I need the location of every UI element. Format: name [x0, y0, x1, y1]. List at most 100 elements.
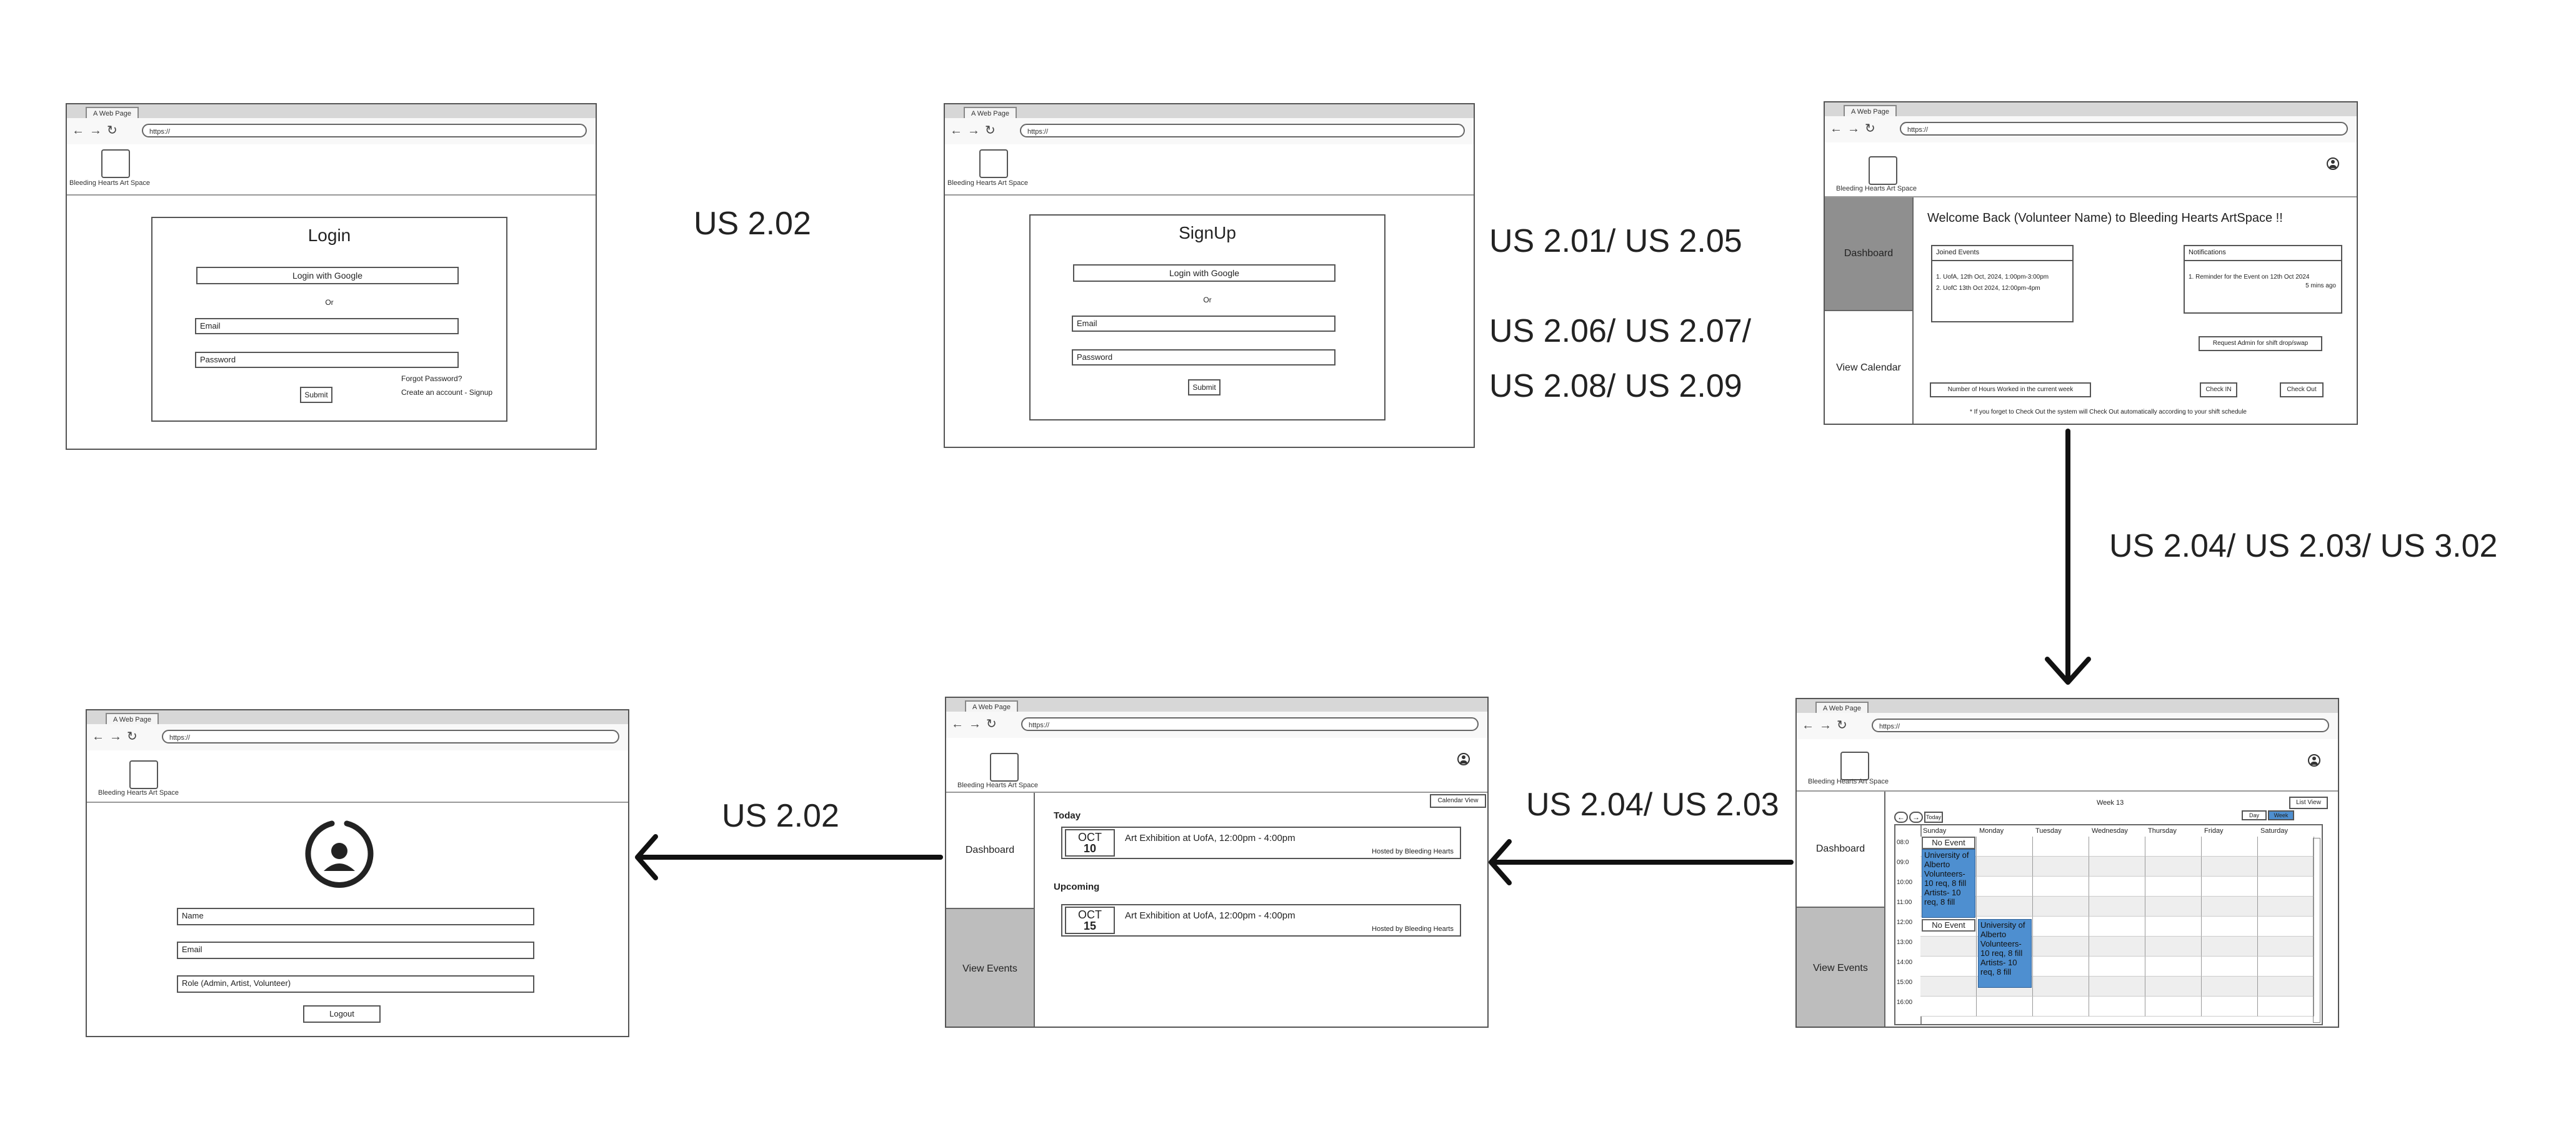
- signup-google-button[interactable]: Login with Google: [1073, 264, 1335, 282]
- url-bar[interactable]: https://: [1020, 124, 1465, 137]
- url-bar[interactable]: https://: [142, 124, 587, 137]
- logo-icon[interactable]: [129, 760, 158, 789]
- joined-event-item[interactable]: 2. UofC 13th Oct 2024, 12:00pm-4pm: [1936, 285, 2040, 292]
- sidebar-item-dashboard[interactable]: Dashboard: [946, 793, 1035, 909]
- calendar-cell[interactable]: [2202, 977, 2258, 997]
- calendar-cell[interactable]: [2145, 897, 2202, 917]
- role-field[interactable]: Role (Admin, Artist, Volunteer): [177, 975, 534, 993]
- browser-nav-icons[interactable]: ←→↻: [92, 730, 142, 744]
- list-view-button[interactable]: List View: [2289, 797, 2328, 809]
- url-bar[interactable]: https://: [1021, 717, 1479, 731]
- browser-tab[interactable]: A Web Page: [965, 700, 1018, 713]
- calendar-cell[interactable]: [2258, 857, 2314, 877]
- calendar-cell[interactable]: [2258, 977, 2314, 997]
- no-event-slot-2[interactable]: No Event: [1922, 919, 1975, 932]
- calendar-event-monday[interactable]: University of Alberto Volunteers- 10 req…: [1978, 919, 2032, 988]
- calendar-cell[interactable]: [2202, 917, 2258, 937]
- calendar-cell[interactable]: [2033, 917, 2089, 937]
- url-bar[interactable]: https://: [1900, 122, 2348, 136]
- browser-nav-icons[interactable]: ←→↻: [1830, 122, 1880, 136]
- calendar-cell[interactable]: [2089, 997, 2145, 1017]
- calendar-cell[interactable]: [2145, 957, 2202, 977]
- user-icon[interactable]: [2327, 157, 2339, 170]
- calendar-cell[interactable]: [2258, 897, 2314, 917]
- calendar-cell[interactable]: [2202, 877, 2258, 897]
- calendar-cell[interactable]: [2145, 857, 2202, 877]
- calendar-cell[interactable]: [2033, 977, 2089, 997]
- browser-nav-icons[interactable]: ←→↻: [950, 124, 1001, 137]
- calendar-cell[interactable]: [2089, 857, 2145, 877]
- calendar-cell[interactable]: [2202, 857, 2258, 877]
- calendar-cell[interactable]: [2033, 957, 2089, 977]
- check-out-button[interactable]: Check Out: [2280, 382, 2324, 397]
- password-field[interactable]: Password: [1072, 349, 1335, 366]
- calendar-cell[interactable]: [2258, 917, 2314, 937]
- hours-worked-button[interactable]: Number of Hours Worked in the current we…: [1930, 382, 2091, 397]
- calendar-cell[interactable]: [2145, 997, 2202, 1017]
- login-google-button[interactable]: Login with Google: [196, 267, 459, 284]
- browser-nav-icons[interactable]: ←→↻: [951, 717, 1002, 731]
- calendar-cell[interactable]: [1977, 897, 2033, 917]
- browser-tab[interactable]: A Web Page: [1815, 702, 1869, 714]
- browser-tab[interactable]: A Web Page: [106, 713, 159, 725]
- calendar-cell[interactable]: [2145, 937, 2202, 957]
- sidebar-item-view-events[interactable]: View Events: [1797, 908, 1885, 1027]
- url-bar[interactable]: https://: [162, 730, 619, 744]
- calendar-cell[interactable]: [1977, 837, 2033, 857]
- check-in-button[interactable]: Check IN: [2200, 382, 2237, 397]
- next-week-button[interactable]: →: [1909, 812, 1923, 823]
- browser-tab[interactable]: A Web Page: [964, 107, 1017, 119]
- calendar-cell[interactable]: [2089, 877, 2145, 897]
- calendar-cell[interactable]: [2033, 837, 2089, 857]
- browser-nav-icons[interactable]: ←→↻: [72, 124, 122, 137]
- calendar-cell[interactable]: [2033, 877, 2089, 897]
- calendar-cell[interactable]: [1920, 977, 1977, 997]
- calendar-cell[interactable]: [2089, 917, 2145, 937]
- calendar-cell[interactable]: [2089, 977, 2145, 997]
- calendar-cell[interactable]: [2145, 917, 2202, 937]
- sidebar-item-dashboard[interactable]: Dashboard: [1797, 792, 1885, 908]
- calendar-cell[interactable]: [2033, 857, 2089, 877]
- browser-tab[interactable]: A Web Page: [86, 107, 139, 119]
- calendar-cell[interactable]: [1977, 857, 2033, 877]
- user-icon[interactable]: [1457, 753, 1470, 765]
- url-bar[interactable]: https://: [1872, 719, 2329, 732]
- email-field[interactable]: Email: [1072, 316, 1335, 332]
- prev-week-button[interactable]: ←: [1894, 812, 1908, 823]
- calendar-scrollbar[interactable]: [2313, 838, 2320, 1023]
- day-view-button[interactable]: Day: [2242, 810, 2267, 820]
- sidebar-item-dashboard[interactable]: Dashboard: [1825, 197, 1914, 311]
- today-button[interactable]: Today: [1924, 812, 1943, 823]
- calendar-cell[interactable]: [2089, 937, 2145, 957]
- no-event-slot-1[interactable]: No Event: [1922, 837, 1975, 849]
- logo-icon[interactable]: [1869, 156, 1897, 185]
- week-view-button[interactable]: Week: [2268, 810, 2294, 820]
- calendar-cell[interactable]: [2202, 997, 2258, 1017]
- calendar-cell[interactable]: [2089, 897, 2145, 917]
- password-field[interactable]: Password: [195, 352, 459, 368]
- calendar-cell[interactable]: [2145, 977, 2202, 997]
- notification-item[interactable]: 1. Reminder for the Event on 12th Oct 20…: [2189, 274, 2310, 281]
- calendar-cell[interactable]: [1977, 997, 2033, 1017]
- calendar-cell[interactable]: [2202, 837, 2258, 857]
- calendar-cell[interactable]: [2089, 957, 2145, 977]
- submit-button[interactable]: Submit: [1188, 379, 1221, 395]
- calendar-cell[interactable]: [2258, 937, 2314, 957]
- sidebar-item-view-events[interactable]: View Events: [946, 909, 1035, 1027]
- calendar-cell[interactable]: [2258, 997, 2314, 1017]
- forgot-password-link[interactable]: Forgot Password?: [401, 374, 462, 383]
- create-account-link[interactable]: Create an account - Signup: [401, 388, 493, 397]
- browser-tab[interactable]: A Web Page: [1844, 105, 1897, 117]
- sidebar-item-view-calendar[interactable]: View Calendar: [1825, 311, 1914, 424]
- calendar-cell[interactable]: [1920, 957, 1977, 977]
- user-icon[interactable]: [2308, 754, 2320, 767]
- calendar-cell[interactable]: [1920, 997, 1977, 1017]
- logo-icon[interactable]: [101, 149, 130, 178]
- calendar-cell[interactable]: [2033, 897, 2089, 917]
- submit-button[interactable]: Submit: [300, 387, 332, 403]
- email-field[interactable]: Email: [195, 318, 459, 334]
- joined-event-item[interactable]: 1. UofA, 12th Oct, 2024, 1:00pm-3:00pm: [1936, 274, 2049, 281]
- calendar-cell[interactable]: [2202, 897, 2258, 917]
